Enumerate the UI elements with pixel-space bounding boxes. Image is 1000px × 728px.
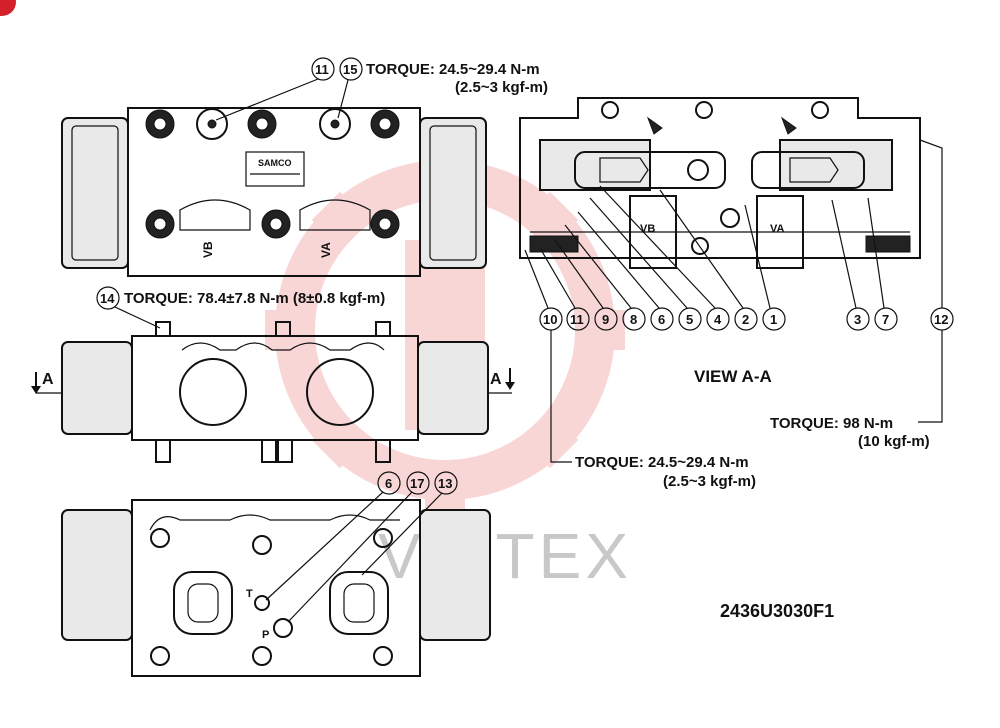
svg-text:6: 6 <box>385 476 392 491</box>
callout-14: 14 <box>96 286 161 329</box>
callout-11-top: 11 <box>215 57 335 121</box>
callout-9: 9 <box>554 239 618 331</box>
torque-98-leader <box>918 330 943 423</box>
svg-text:11: 11 <box>570 312 584 327</box>
port-label-p: P <box>262 629 269 641</box>
torque-bottom-line1: TORQUE: 24.5~29.4 N-m <box>575 454 749 471</box>
svg-text:9: 9 <box>602 312 609 327</box>
torque-14: TORQUE: 78.4±7.8 N-m (8±0.8 kgf-m) <box>124 290 385 307</box>
port-label-vb-section: VB <box>640 223 655 235</box>
callout-5: 5 <box>589 197 702 331</box>
svg-text:14: 14 <box>100 291 115 306</box>
torque-98-line2: (10 kgf-m) <box>858 433 930 450</box>
svg-text:10: 10 <box>543 312 557 327</box>
front-view <box>61 321 489 463</box>
port-label-va-section: VA <box>770 223 785 235</box>
drawing-code: 2436U3030F1 <box>720 601 834 621</box>
callout-12: 12 <box>919 139 954 331</box>
port-label-va-top: VA <box>319 242 333 258</box>
svg-text:12: 12 <box>934 312 948 327</box>
callout-1: 1 <box>744 204 786 331</box>
section-view-a-a: VB VA <box>519 97 921 269</box>
top-view: SAMCO VB VA <box>61 107 487 277</box>
bottom-view: T P <box>61 499 491 677</box>
callout-3: 3 <box>831 199 870 331</box>
nameplate-label: SAMCO <box>258 158 292 168</box>
svg-text:A: A <box>490 371 502 388</box>
callout-7: 7 <box>867 197 898 331</box>
svg-text:7: 7 <box>882 312 889 327</box>
svg-text:13: 13 <box>438 476 452 491</box>
svg-text:6: 6 <box>658 312 665 327</box>
svg-text:4: 4 <box>714 312 722 327</box>
callout-13-bottom: 13 <box>361 471 458 576</box>
callout-15-top: 15 <box>337 57 363 119</box>
port-label-t: T <box>246 588 253 600</box>
callout-17-bottom: 17 <box>287 471 430 623</box>
callout-6-bottom: 6 <box>265 471 401 601</box>
port-label-vb-top: VB <box>201 241 215 258</box>
svg-text:15: 15 <box>343 62 357 77</box>
svg-text:5: 5 <box>686 312 693 327</box>
svg-text:1: 1 <box>770 312 777 327</box>
svg-text:8: 8 <box>630 312 637 327</box>
view-title: VIEW A-A <box>694 367 772 386</box>
svg-text:A: A <box>42 371 54 388</box>
svg-text:3: 3 <box>854 312 861 327</box>
torque-bottom-leader <box>550 330 572 463</box>
corner-badge <box>0 0 16 16</box>
svg-text:11: 11 <box>315 62 329 77</box>
torque-bottom-line2: (2.5~3 kgf-m) <box>663 473 756 490</box>
callout-6-view: 6 <box>577 211 674 331</box>
svg-text:2: 2 <box>742 312 749 327</box>
watermark-text: VIRTEX <box>378 520 632 592</box>
torque-top-line1: TORQUE: 24.5~29.4 N-m <box>366 61 540 78</box>
callout-11-view: 11 <box>539 247 590 331</box>
torque-top-line2: (2.5~3 kgf-m) <box>455 79 548 96</box>
callout-4: 4 <box>599 185 730 331</box>
callout-8: 8 <box>564 224 646 331</box>
callout-2: 2 <box>659 189 758 331</box>
torque-98-line1: TORQUE: 98 N-m <box>770 415 893 432</box>
section-marker-right: A <box>488 368 515 394</box>
svg-text:17: 17 <box>410 476 424 491</box>
section-marker-left: A <box>31 371 62 394</box>
